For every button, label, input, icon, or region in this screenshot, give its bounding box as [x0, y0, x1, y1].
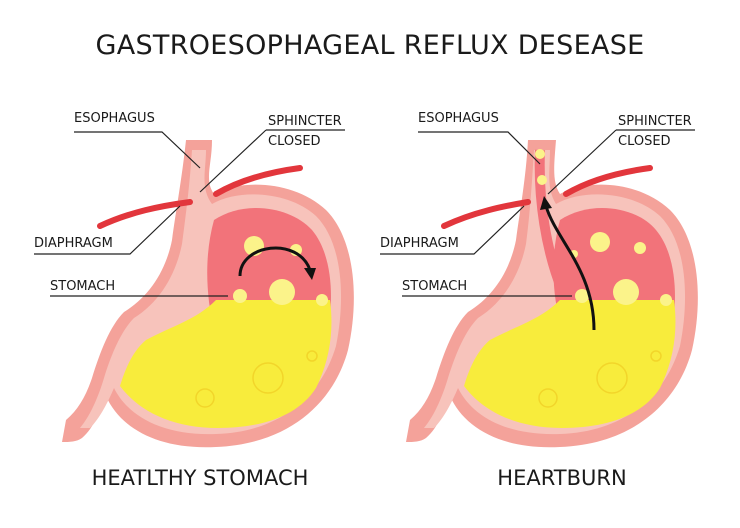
caption-healthy: HEATLTHY STOMACH [91, 466, 309, 490]
diaphragm [441, 199, 531, 229]
leader-line [547, 129, 617, 195]
bubble [269, 279, 295, 305]
label-diaphragm: DIAPHRAGM [34, 236, 113, 251]
label-sphincter-state: CLOSED [618, 134, 671, 149]
diaphragm [563, 165, 653, 197]
stomach-acid [120, 300, 332, 428]
caption-heartburn: HEARTBURN [497, 466, 627, 490]
bubble [650, 350, 662, 362]
diagram-title: GASTROESOPHAGEAL REFLUX DESEASE [95, 30, 645, 61]
bubble [252, 362, 284, 394]
diaphragm [213, 165, 303, 197]
bubble [660, 294, 672, 306]
label-stomach: STOMACH [402, 279, 468, 294]
bubble [233, 289, 247, 303]
leader-line [380, 205, 525, 255]
bubble [613, 279, 639, 305]
bubble [575, 289, 589, 303]
label-esophagus: ESOPHAGUS [74, 111, 155, 126]
label-esophagus: ESOPHAGUS [418, 111, 499, 126]
bubble [537, 175, 547, 185]
bubble [596, 362, 628, 394]
leader-line [199, 129, 267, 193]
diaphragm [97, 199, 193, 229]
heartburn-stomach-illustration [380, 129, 698, 448]
label-sphincter: SPHINCTER [268, 114, 342, 129]
stomach-acid [464, 300, 676, 428]
arrow-head [304, 268, 316, 280]
bubble [316, 294, 328, 306]
bubble [634, 242, 646, 254]
bubble [306, 350, 318, 362]
label-sphincter: SPHINCTER [618, 114, 692, 129]
bubble [195, 388, 215, 408]
bubble [590, 232, 610, 252]
bubble [538, 388, 558, 408]
label-stomach: STOMACH [50, 279, 116, 294]
leader-line [74, 131, 201, 169]
circulation-arrow [238, 246, 312, 277]
healthy-stomach-illustration [34, 129, 354, 448]
leader-line [34, 205, 181, 255]
arrow-head [540, 196, 552, 210]
reflux-arrow [544, 205, 596, 331]
bubble [535, 149, 545, 159]
label-sphincter-state: CLOSED [268, 134, 321, 149]
leader-line [418, 131, 541, 165]
label-diaphragm: DIAPHRAGM [380, 236, 459, 251]
